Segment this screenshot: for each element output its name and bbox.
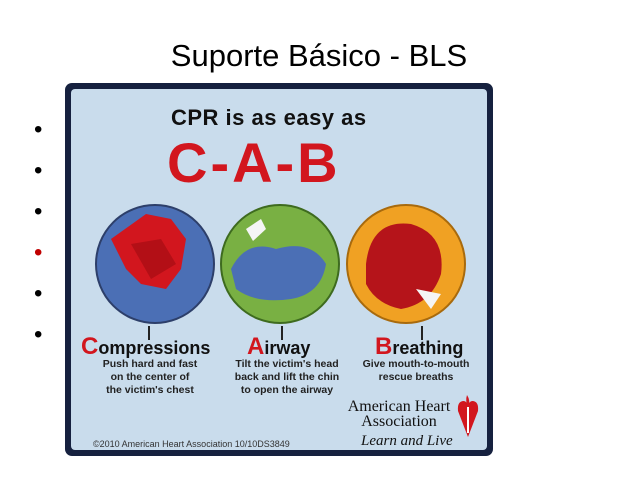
slide-title: Suporte Básico - BLS (170, 38, 468, 73)
poster-panel: CPR is as easy as C-A-B (71, 89, 487, 450)
step-title-rest: reathing (392, 338, 464, 358)
step-divider (148, 326, 150, 340)
step-description-compressions: Push hard and fast on the center of the … (102, 358, 198, 396)
step-title-compressions: Compressions (81, 333, 210, 361)
step-description-airway: Tilt the victim's head back and lift the… (234, 358, 340, 396)
copyright-notice: ©2010 American Heart Association 10/10DS… (93, 439, 290, 449)
bullet-point: • (34, 321, 43, 348)
bullet-list: • • • • • • (34, 118, 42, 364)
step-title-airway: Airway (247, 333, 310, 361)
bullet-point: • (34, 280, 43, 307)
step-initial: B (375, 333, 393, 360)
cpr-poster-image: CPR is as easy as C-A-B (65, 83, 493, 456)
step-description-breathing: Give mouth-to-mouth rescue breaths (362, 358, 470, 383)
bullet-point: • (34, 198, 43, 225)
step-title-breathing: Breathing (375, 333, 463, 361)
step-title-rest: ompressions (98, 338, 211, 358)
organization-tagline: Learn and Live (361, 433, 453, 449)
breathing-illustration (346, 204, 466, 324)
step-divider (281, 326, 283, 340)
bullet-point: • (34, 157, 43, 184)
step-initial: A (247, 333, 265, 360)
organization-name: American Heart Association (347, 398, 451, 430)
compressions-illustration (95, 204, 215, 324)
step-initial: C (81, 333, 99, 360)
airway-illustration (220, 204, 340, 324)
poster-acronym: C-A-B (167, 131, 341, 194)
poster-headline: CPR is as easy as (171, 105, 367, 130)
heart-torch-logo-icon (457, 395, 479, 437)
bullet-point-highlighted: • (34, 239, 43, 266)
bullet-point: • (34, 116, 43, 143)
step-divider (421, 326, 423, 340)
step-title-rest: irway (264, 338, 311, 358)
step-illustrations (95, 204, 466, 324)
